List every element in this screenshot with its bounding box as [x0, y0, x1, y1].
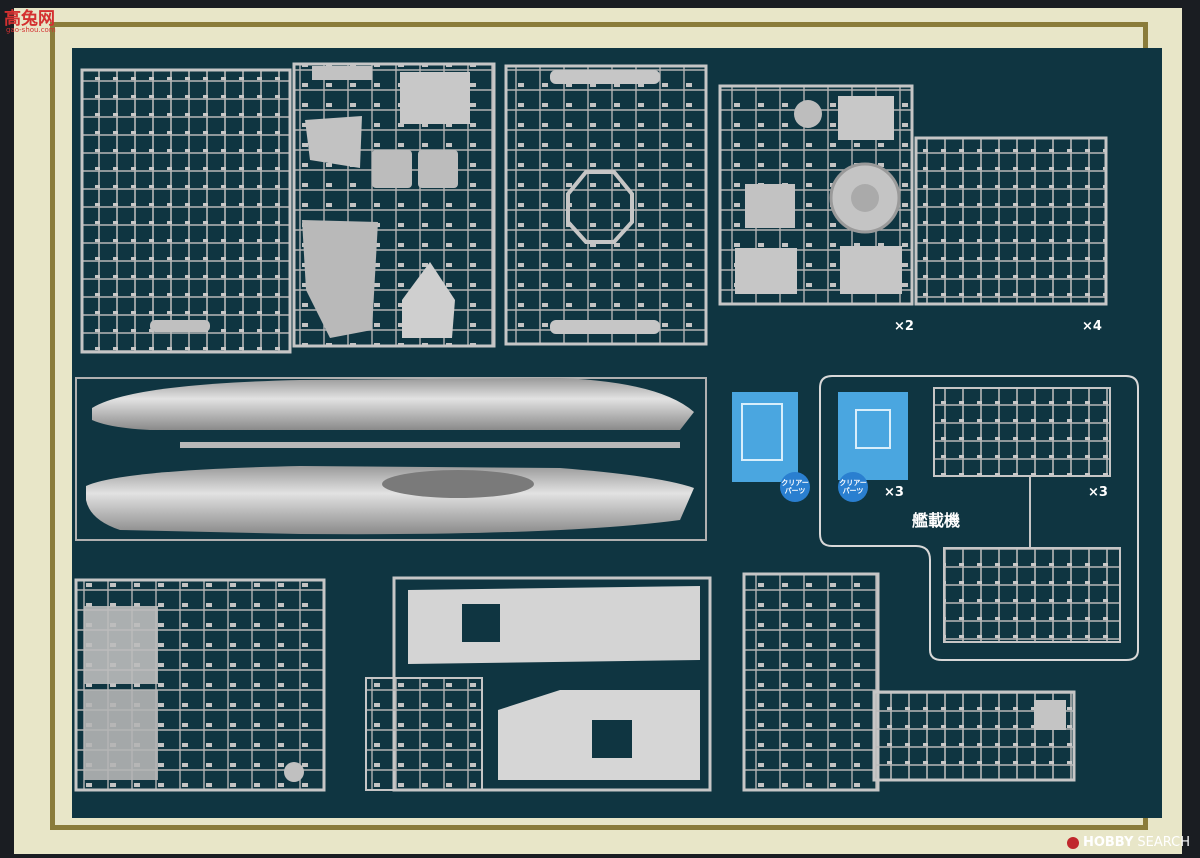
hull-half-lower [86, 466, 694, 535]
aircraft-sprue-top [933, 387, 1111, 477]
watermark-suffix: SEARCH [1137, 835, 1190, 850]
watermark-hobbysearch: HOBBY SEARCH [1066, 835, 1190, 850]
multiplier-x4: ×4 [1082, 319, 1102, 334]
clear-parts-badge-b: クリアー パーツ [838, 472, 868, 502]
flight-deck-sprue [365, 576, 712, 792]
clear-parts-badge-a: クリアー パーツ [780, 472, 810, 502]
watermark-site-url: gao-shou.com [6, 26, 56, 34]
hull-half-upper [92, 378, 694, 430]
sprue-f [74, 578, 326, 792]
multiplier-aircraft-x3: ×3 [1088, 485, 1108, 500]
watermark-brand: HOBBY [1082, 835, 1134, 850]
sprue-b [292, 62, 496, 348]
hobbysearch-icon [1066, 836, 1079, 849]
sprue-c [504, 64, 708, 346]
multiplier-x2: ×2 [894, 319, 914, 334]
flight-deck-forward [408, 586, 700, 664]
aircraft-sprue-bottom [943, 476, 1121, 643]
aircraft-group-label: 艦載機 [912, 511, 960, 530]
sprue-g [742, 572, 1076, 792]
sprue-a [80, 68, 292, 354]
watermark-site-logo: 高兔网 [4, 9, 55, 29]
clear-parts-b [838, 392, 908, 480]
sprue-d [718, 84, 914, 306]
hull-sprue [75, 377, 707, 541]
sprue-e [914, 136, 1108, 306]
aircraft-group-outline [819, 375, 1139, 661]
clear-parts-a [732, 392, 798, 482]
multiplier-clear-x3: ×3 [884, 485, 904, 500]
